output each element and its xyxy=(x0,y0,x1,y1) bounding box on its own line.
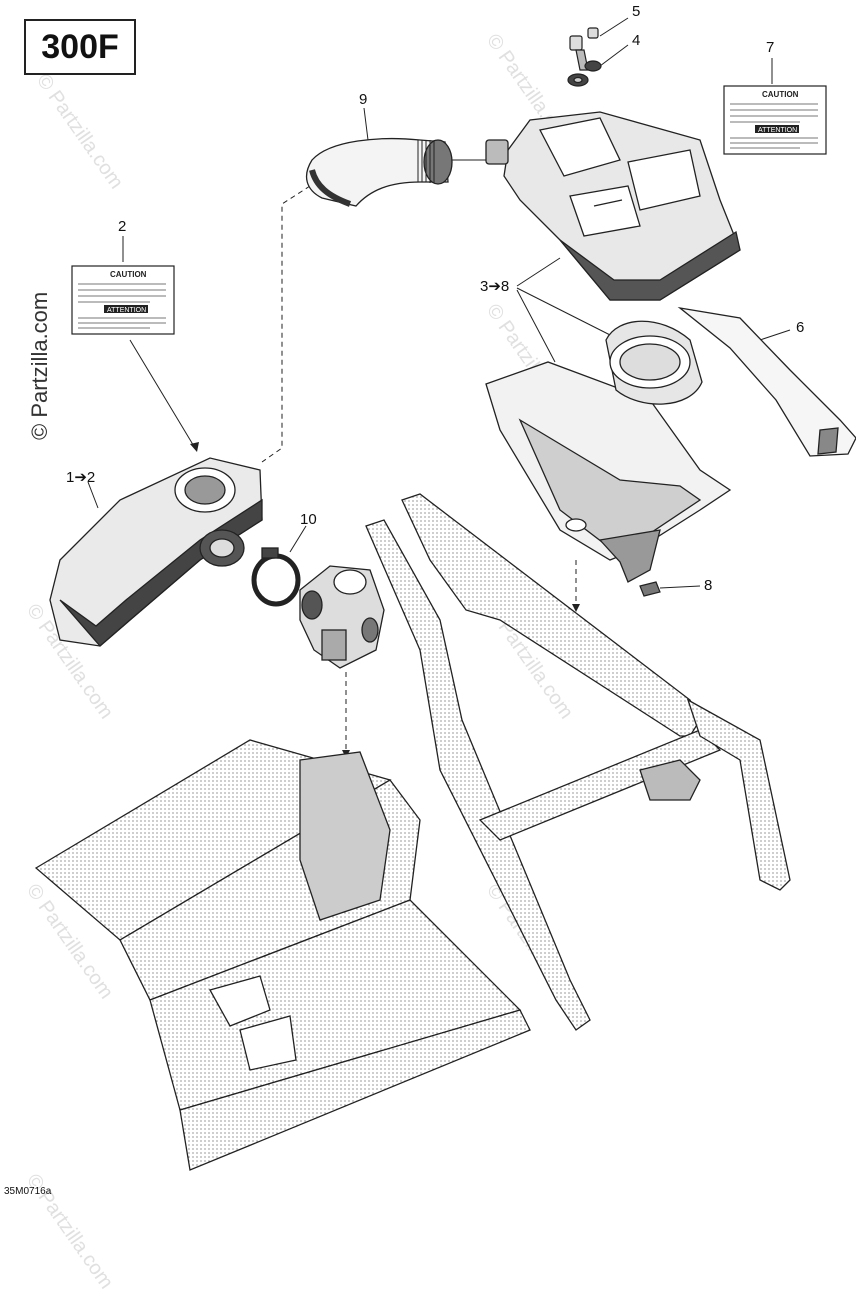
decal-attention-title: ATTENTION xyxy=(758,127,797,134)
diagram-reference-code: 35M0716a xyxy=(4,1186,52,1197)
roll-cage-frame xyxy=(365,493,791,1031)
callout-3-to-8: 3➔8 xyxy=(480,278,510,295)
clamp-part-10 xyxy=(251,547,301,607)
seat-base-panel xyxy=(34,739,531,1171)
carburetor xyxy=(299,565,385,669)
air-box-base xyxy=(485,361,732,583)
air-box-cover xyxy=(485,111,741,301)
callout-5: 5 xyxy=(632,3,641,20)
callout-4: 4 xyxy=(632,32,641,49)
decal-caution-title: CAUTION xyxy=(762,90,799,99)
model-label: 300F xyxy=(24,19,136,75)
exploded-parts-diagram: CAUTION ATTENTION CAUTION ATTENTION xyxy=(34,17,856,1171)
callout-2: 2 xyxy=(118,218,127,235)
callout-9: 9 xyxy=(359,91,368,108)
callout-7: 7 xyxy=(766,39,775,56)
grommet-part-4 xyxy=(567,60,602,87)
air-silencer-part-1 xyxy=(49,457,263,647)
side-watermark: © Partzilla.com xyxy=(27,291,52,440)
callout-1-to-2: 1➔2 xyxy=(66,469,96,486)
callout-8: 8 xyxy=(704,577,713,594)
callout-10: 10 xyxy=(300,511,317,528)
decal-caution-title: CAUTION xyxy=(110,270,147,279)
intake-duct-part-8 xyxy=(605,320,703,405)
decal-part-7: CAUTION ATTENTION xyxy=(723,85,827,155)
clip-part-8 xyxy=(639,581,661,597)
decal-attention-title: ATTENTION xyxy=(107,307,146,314)
assembly-flow-lines xyxy=(261,185,577,752)
decal-part-2: CAUTION ATTENTION xyxy=(71,265,175,335)
callout-6: 6 xyxy=(796,319,805,336)
intake-hose-part-9 xyxy=(305,138,453,207)
leader-lines xyxy=(87,17,791,589)
foam-filter-part-6 xyxy=(677,306,856,457)
